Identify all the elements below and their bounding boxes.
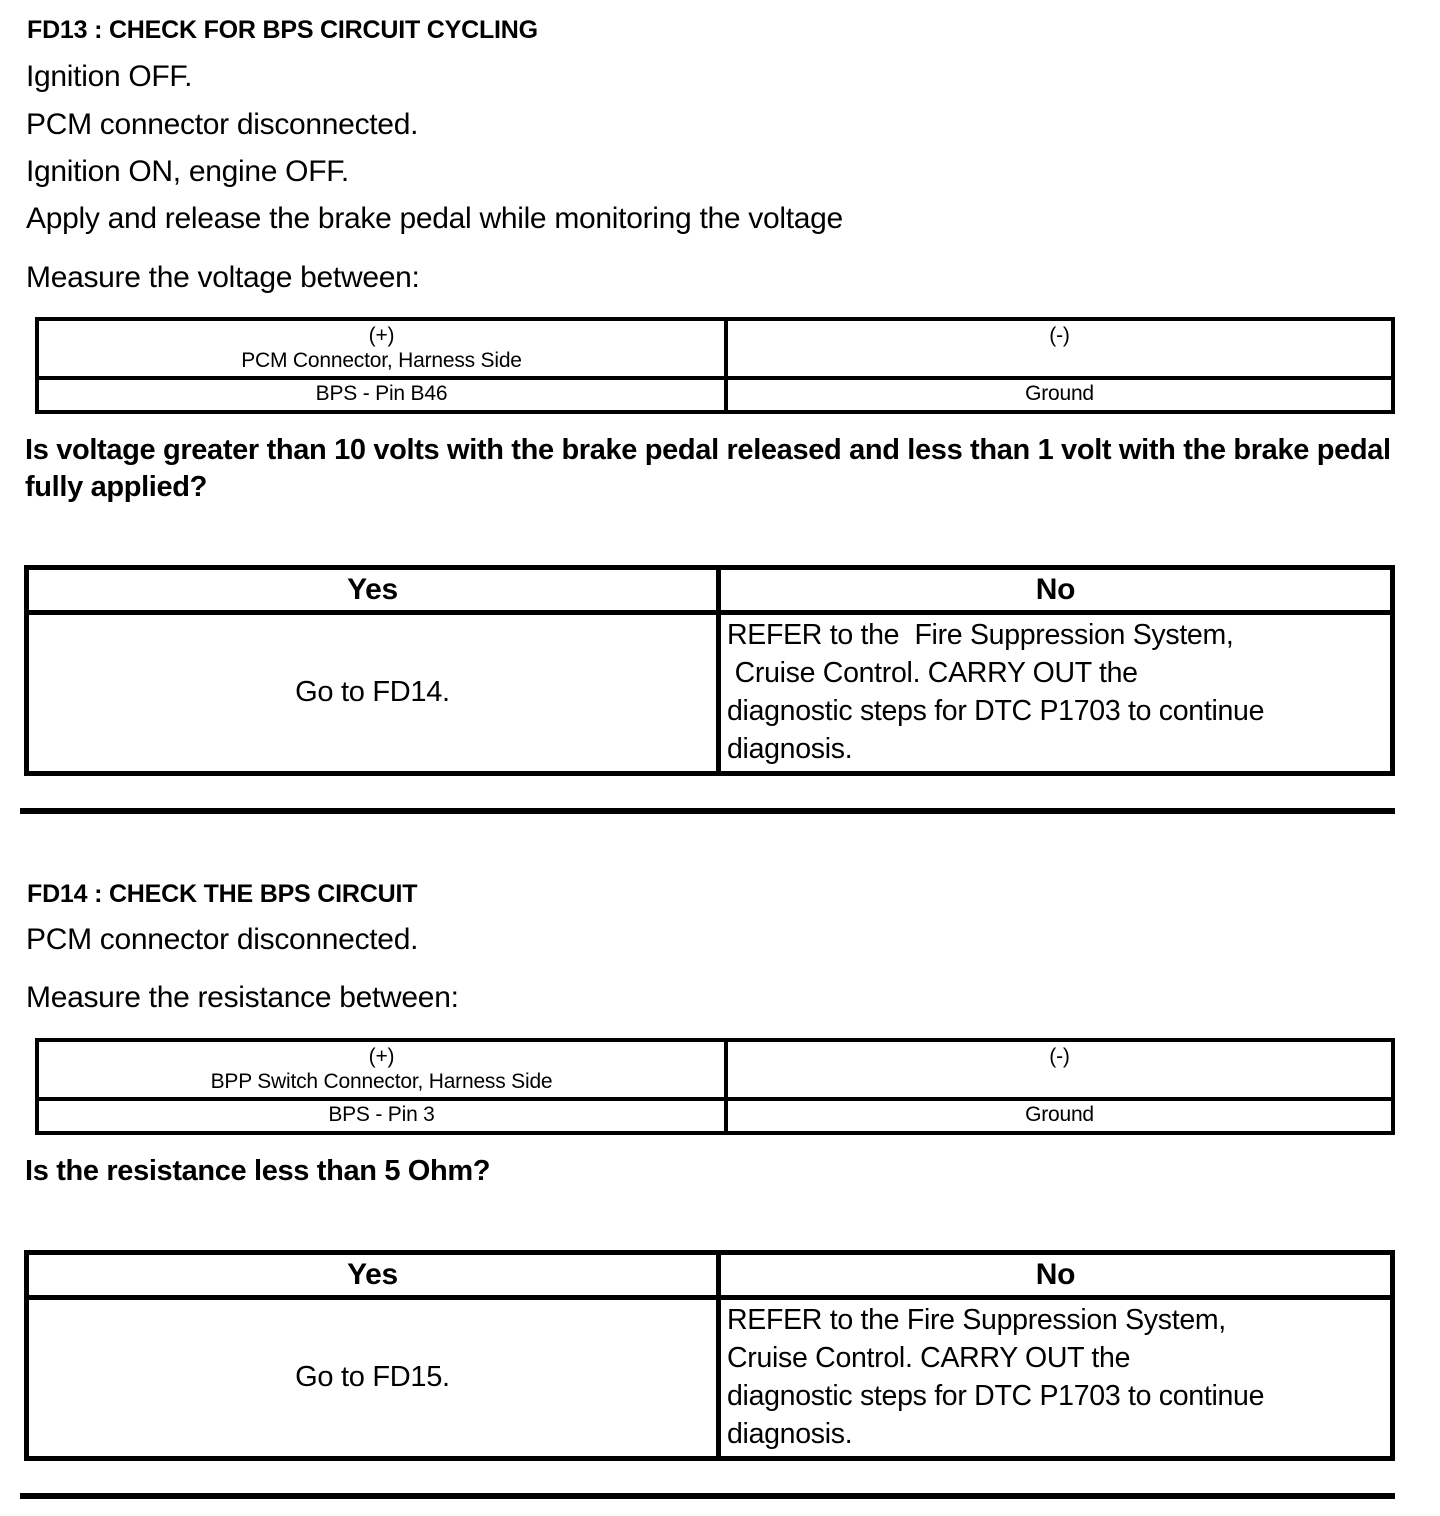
table-row: (+) PCM Connector, Harness Side (-) <box>35 317 1395 380</box>
section-separator-rule <box>20 808 1395 814</box>
measurement-table-fd13: (+) PCM Connector, Harness Side (-) BPS … <box>35 317 1395 414</box>
section-title-fd13: FD13 : CHECK FOR BPS CIRCUIT CYCLING <box>27 16 538 44</box>
step-line-fd13-3: Ignition ON, engine OFF. <box>26 155 349 188</box>
decision-action-no-line: Cruise Control. CARRY OUT the <box>727 1341 1131 1374</box>
table-row: BPS - Pin 3 Ground <box>35 1096 1395 1135</box>
measure-negative-cell: (-) <box>724 317 1395 380</box>
step-line-fd13-2: PCM connector disconnected. <box>26 108 419 141</box>
decision-action-yes: Go to FD15. <box>24 1295 721 1461</box>
positive-sign: (+) <box>368 324 395 347</box>
table-row: Go to FD15. REFER to the Fire Suppressio… <box>24 1295 1395 1461</box>
step-line-fd14-1: PCM connector disconnected. <box>26 923 419 956</box>
decision-action-no-line: Cruise Control. CARRY OUT the <box>727 656 1138 689</box>
decision-action-no-line: diagnostic steps for DTC P1703 to contin… <box>727 694 1265 727</box>
positive-node-cell: BPS - Pin B46 <box>35 375 728 414</box>
measure-positive-cell: (+) BPP Switch Connector, Harness Side <box>35 1038 728 1101</box>
decision-header-no: No <box>716 1250 1395 1300</box>
measurement-table-fd14: (+) BPP Switch Connector, Harness Side (… <box>35 1038 1395 1135</box>
question-fd13: Is voltage greater than 10 volts with th… <box>25 434 1391 504</box>
step-line-fd13-4: Apply and release the brake pedal while … <box>26 202 843 235</box>
positive-connector: PCM Connector, Harness Side <box>241 348 522 372</box>
step-line-fd13-1: Ignition OFF. <box>26 60 193 93</box>
decision-action-no-line: diagnosis. <box>727 732 853 765</box>
measure-label-fd14: Measure the resistance between: <box>26 981 459 1014</box>
decision-table-fd13: Yes No Go to FD14. REFER to the Fire Sup… <box>24 565 1395 776</box>
negative-sign: (-) <box>1049 324 1070 347</box>
decision-action-no-line: REFER to the Fire Suppression System, <box>727 619 1234 651</box>
page-bottom-rule <box>20 1493 1395 1499</box>
decision-action-no-line: REFER to the Fire Suppression System, <box>727 1304 1226 1336</box>
decision-action-no-line: diagnosis. <box>727 1417 853 1450</box>
decision-header-yes: Yes <box>24 1250 721 1300</box>
table-row: (+) BPP Switch Connector, Harness Side (… <box>35 1038 1395 1101</box>
negative-node-cell: Ground <box>724 1096 1395 1135</box>
decision-action-no: REFER to the Fire Suppression System, Cr… <box>716 610 1395 776</box>
table-row: Go to FD14. REFER to the Fire Suppressio… <box>24 610 1395 776</box>
positive-node-cell: BPS - Pin 3 <box>35 1096 728 1135</box>
measure-negative-cell: (-) <box>724 1038 1395 1101</box>
table-row: BPS - Pin B46 Ground <box>35 375 1395 414</box>
decision-table-fd14: Yes No Go to FD15. REFER to the Fire Sup… <box>24 1250 1395 1461</box>
section-title-fd14: FD14 : CHECK THE BPS CIRCUIT <box>27 880 418 908</box>
table-row: Yes No <box>24 1250 1395 1300</box>
decision-header-no: No <box>716 565 1395 615</box>
question-fd14: Is the resistance less than 5 Ohm? <box>25 1155 491 1187</box>
decision-action-no-line: diagnostic steps for DTC P1703 to contin… <box>727 1379 1265 1412</box>
positive-sign: (+) <box>368 1045 395 1068</box>
positive-connector: BPP Switch Connector, Harness Side <box>210 1069 553 1093</box>
decision-header-yes: Yes <box>24 565 721 615</box>
table-row: Yes No <box>24 565 1395 615</box>
measure-positive-cell: (+) PCM Connector, Harness Side <box>35 317 728 380</box>
decision-action-no: REFER to the Fire Suppression System, Cr… <box>716 1295 1395 1461</box>
measure-label-fd13: Measure the voltage between: <box>26 261 420 294</box>
negative-sign: (-) <box>1049 1045 1070 1068</box>
negative-node-cell: Ground <box>724 375 1395 414</box>
decision-action-yes: Go to FD14. <box>24 610 721 776</box>
